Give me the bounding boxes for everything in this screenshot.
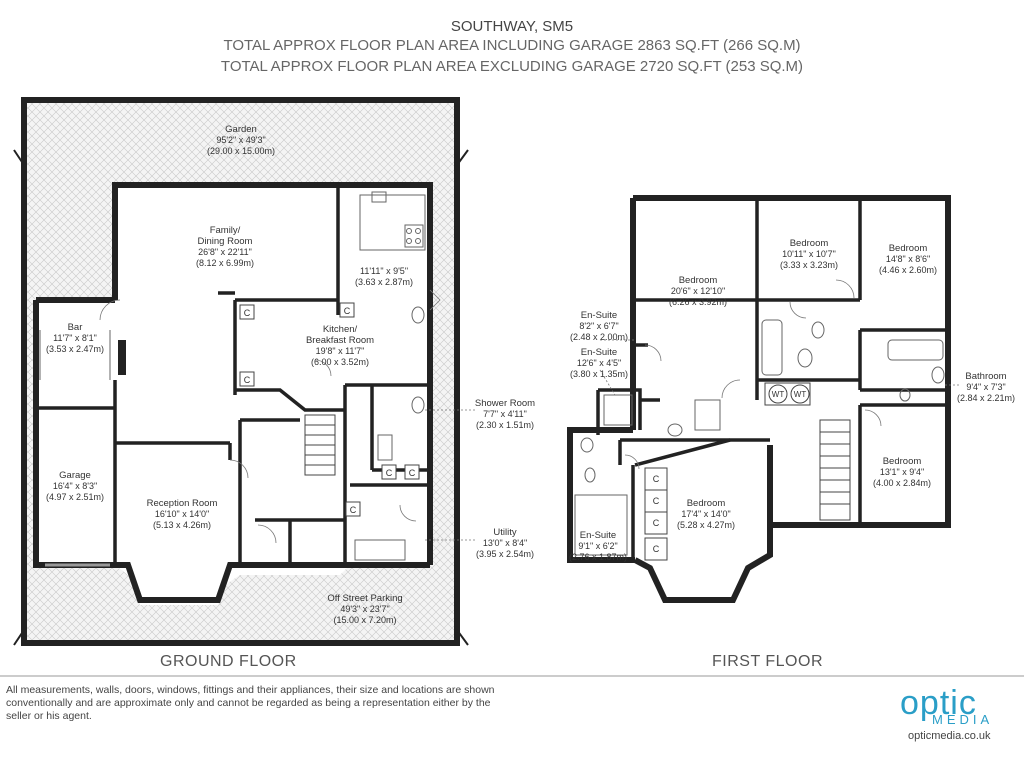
ensuite1-name: En-Suite bbox=[581, 310, 617, 321]
reception-metric: (5.13 x 4.26m) bbox=[153, 520, 211, 530]
bathroom-imperial: 9'4" x 7'3" bbox=[966, 382, 1005, 392]
bar-metric: (3.53 x 2.47m) bbox=[46, 344, 104, 354]
first-room-labels: Bedroom 20'6" x 12'10" (6.26 x 3.92m) Be… bbox=[569, 238, 1015, 562]
first-floor-plan: WT WT C C C C Bedroom 20'6" x 12'10" (6.… bbox=[567, 195, 1015, 603]
cupboard-marker: C bbox=[244, 308, 251, 318]
bedroom2-imperial: 10'11" x 10'7" bbox=[782, 249, 836, 259]
ground-floor-label: GROUND FLOOR bbox=[160, 653, 297, 670]
bedroom4-name: Bedroom bbox=[687, 498, 726, 509]
first-floor-label: FIRST FLOOR bbox=[712, 653, 823, 670]
ensuite2-metric: (3.80 x 1.35m) bbox=[570, 369, 628, 379]
parking-name: Off Street Parking bbox=[327, 593, 402, 604]
bedroom1-metric: (6.26 x 3.92m) bbox=[669, 297, 727, 307]
bedroom2-name: Bedroom bbox=[790, 238, 829, 249]
first-cupboards: C C C C bbox=[644, 467, 668, 561]
kitchen-name: Kitchen/ bbox=[323, 324, 358, 335]
bedroom4-imperial: 17'4" x 14'0" bbox=[681, 509, 730, 519]
cupboard-marker: C bbox=[350, 505, 357, 515]
ground-cupboards: C C C C C C bbox=[239, 302, 420, 517]
bedroom4-metric: (5.28 x 4.27m) bbox=[677, 520, 735, 530]
kitchen-imperial: 19'8" x 11'7" bbox=[316, 346, 365, 356]
garden-name: Garden bbox=[225, 124, 257, 135]
family-room-name2: Dining Room bbox=[198, 236, 253, 247]
ground-floor-plan: C C C C C C Garden 95'2" x 49'3" (29.00 … bbox=[13, 97, 535, 646]
optic-media-logo: optic bbox=[900, 684, 977, 722]
kitchen-metric: (6.00 x 3.52m) bbox=[311, 357, 369, 367]
ensuite1-imperial: 8'2" x 6'7" bbox=[579, 321, 618, 331]
kitchen-ext-metric: (3.63 x 2.87m) bbox=[355, 277, 413, 287]
cupboard-marker: C bbox=[653, 496, 660, 506]
family-room-metric: (8.12 x 6.99m) bbox=[196, 258, 254, 268]
wardrobe-marker: WT bbox=[772, 390, 785, 399]
website-link[interactable]: opticmedia.co.uk bbox=[908, 730, 991, 742]
bathroom-metric: (2.84 x 2.21m) bbox=[957, 393, 1015, 403]
utility-imperial: 13'0" x 8'4" bbox=[483, 538, 527, 548]
first-stairs bbox=[819, 419, 851, 521]
bar-name: Bar bbox=[68, 322, 83, 333]
optic-media-logo-sub: MEDIA bbox=[932, 712, 994, 727]
ground-stairs bbox=[304, 414, 336, 476]
bedroom1-imperial: 20'6" x 12'10" bbox=[671, 286, 725, 296]
cupboard-marker: C bbox=[386, 468, 393, 478]
parking-imperial: 49'3" x 23'7" bbox=[340, 604, 389, 614]
bedroom3-metric: (4.46 x 2.60m) bbox=[879, 265, 937, 275]
plan-title: SOUTHWAY, SM5 bbox=[450, 18, 574, 35]
family-room-imperial: 26'8" x 22'11" bbox=[198, 247, 252, 257]
area-excluding-garage: TOTAL APPROX FLOOR PLAN AREA EXCLUDING G… bbox=[220, 58, 804, 75]
bedroom1-name: Bedroom bbox=[679, 275, 718, 286]
ensuite2-imperial: 12'6" x 4'5" bbox=[577, 358, 621, 368]
bedroom5-metric: (4.00 x 2.84m) bbox=[873, 478, 931, 488]
bedroom5-imperial: 13'1" x 9'4" bbox=[880, 467, 924, 477]
ground-room-labels: Garden 95'2" x 49'3" (29.00 x 15.00m) Fa… bbox=[46, 124, 535, 625]
ensuite3-metric: (2.76 x 1.87m) bbox=[569, 552, 627, 562]
cupboard-marker: C bbox=[653, 518, 660, 528]
garage-name: Garage bbox=[59, 470, 91, 481]
ensuite1-metric: (2.48 x 2.00m) bbox=[570, 332, 628, 342]
garden-metric: (29.00 x 15.00m) bbox=[207, 146, 275, 156]
shower-metric: (2.30 x 1.51m) bbox=[476, 420, 534, 430]
wardrobe-marker: WT bbox=[794, 390, 807, 399]
cupboard-marker: C bbox=[244, 375, 251, 385]
kitchen-ext-imperial: 11'11" x 9'5" bbox=[360, 266, 408, 276]
bedroom3-imperial: 14'8" x 8'6" bbox=[886, 254, 930, 264]
ground-house-footprint bbox=[36, 185, 430, 605]
cupboard-marker: C bbox=[344, 306, 351, 316]
ensuite3-imperial: 9'1" x 6'2" bbox=[578, 541, 617, 551]
utility-metric: (3.95 x 2.54m) bbox=[476, 549, 534, 559]
bathroom-name: Bathroom bbox=[965, 371, 1006, 382]
disclaimer-text: All measurements, walls, doors, windows,… bbox=[6, 684, 495, 722]
garage-metric: (4.97 x 2.51m) bbox=[46, 492, 104, 502]
bedroom5-name: Bedroom bbox=[883, 456, 922, 467]
shower-imperial: 7'7" x 4'11" bbox=[483, 409, 527, 419]
kitchen-name2: Breakfast Room bbox=[306, 335, 374, 346]
shower-name: Shower Room bbox=[475, 398, 535, 409]
ensuite2-name: En-Suite bbox=[581, 347, 617, 358]
reception-name: Reception Room bbox=[147, 498, 218, 509]
family-room-name: Family/ bbox=[210, 225, 241, 236]
bedroom3-name: Bedroom bbox=[889, 243, 928, 254]
cupboard-marker: C bbox=[409, 468, 416, 478]
first-wardrobes: WT WT bbox=[764, 382, 811, 406]
area-including-garage: TOTAL APPROX FLOOR PLAN AREA INCLUDING G… bbox=[223, 37, 801, 54]
reception-imperial: 16'10" x 14'0" bbox=[155, 509, 209, 519]
cupboard-marker: C bbox=[653, 544, 660, 554]
utility-name: Utility bbox=[493, 527, 516, 538]
garden-imperial: 95'2" x 49'3" bbox=[216, 135, 265, 145]
garage-imperial: 16'4" x 8'3" bbox=[53, 481, 97, 491]
ensuite3-name: En-Suite bbox=[580, 530, 616, 541]
bar-imperial: 11'7" x 8'1" bbox=[53, 333, 97, 343]
parking-metric: (15.00 x 7.20m) bbox=[333, 615, 396, 625]
bedroom2-metric: (3.33 x 3.23m) bbox=[780, 260, 838, 270]
cupboard-marker: C bbox=[653, 474, 660, 484]
